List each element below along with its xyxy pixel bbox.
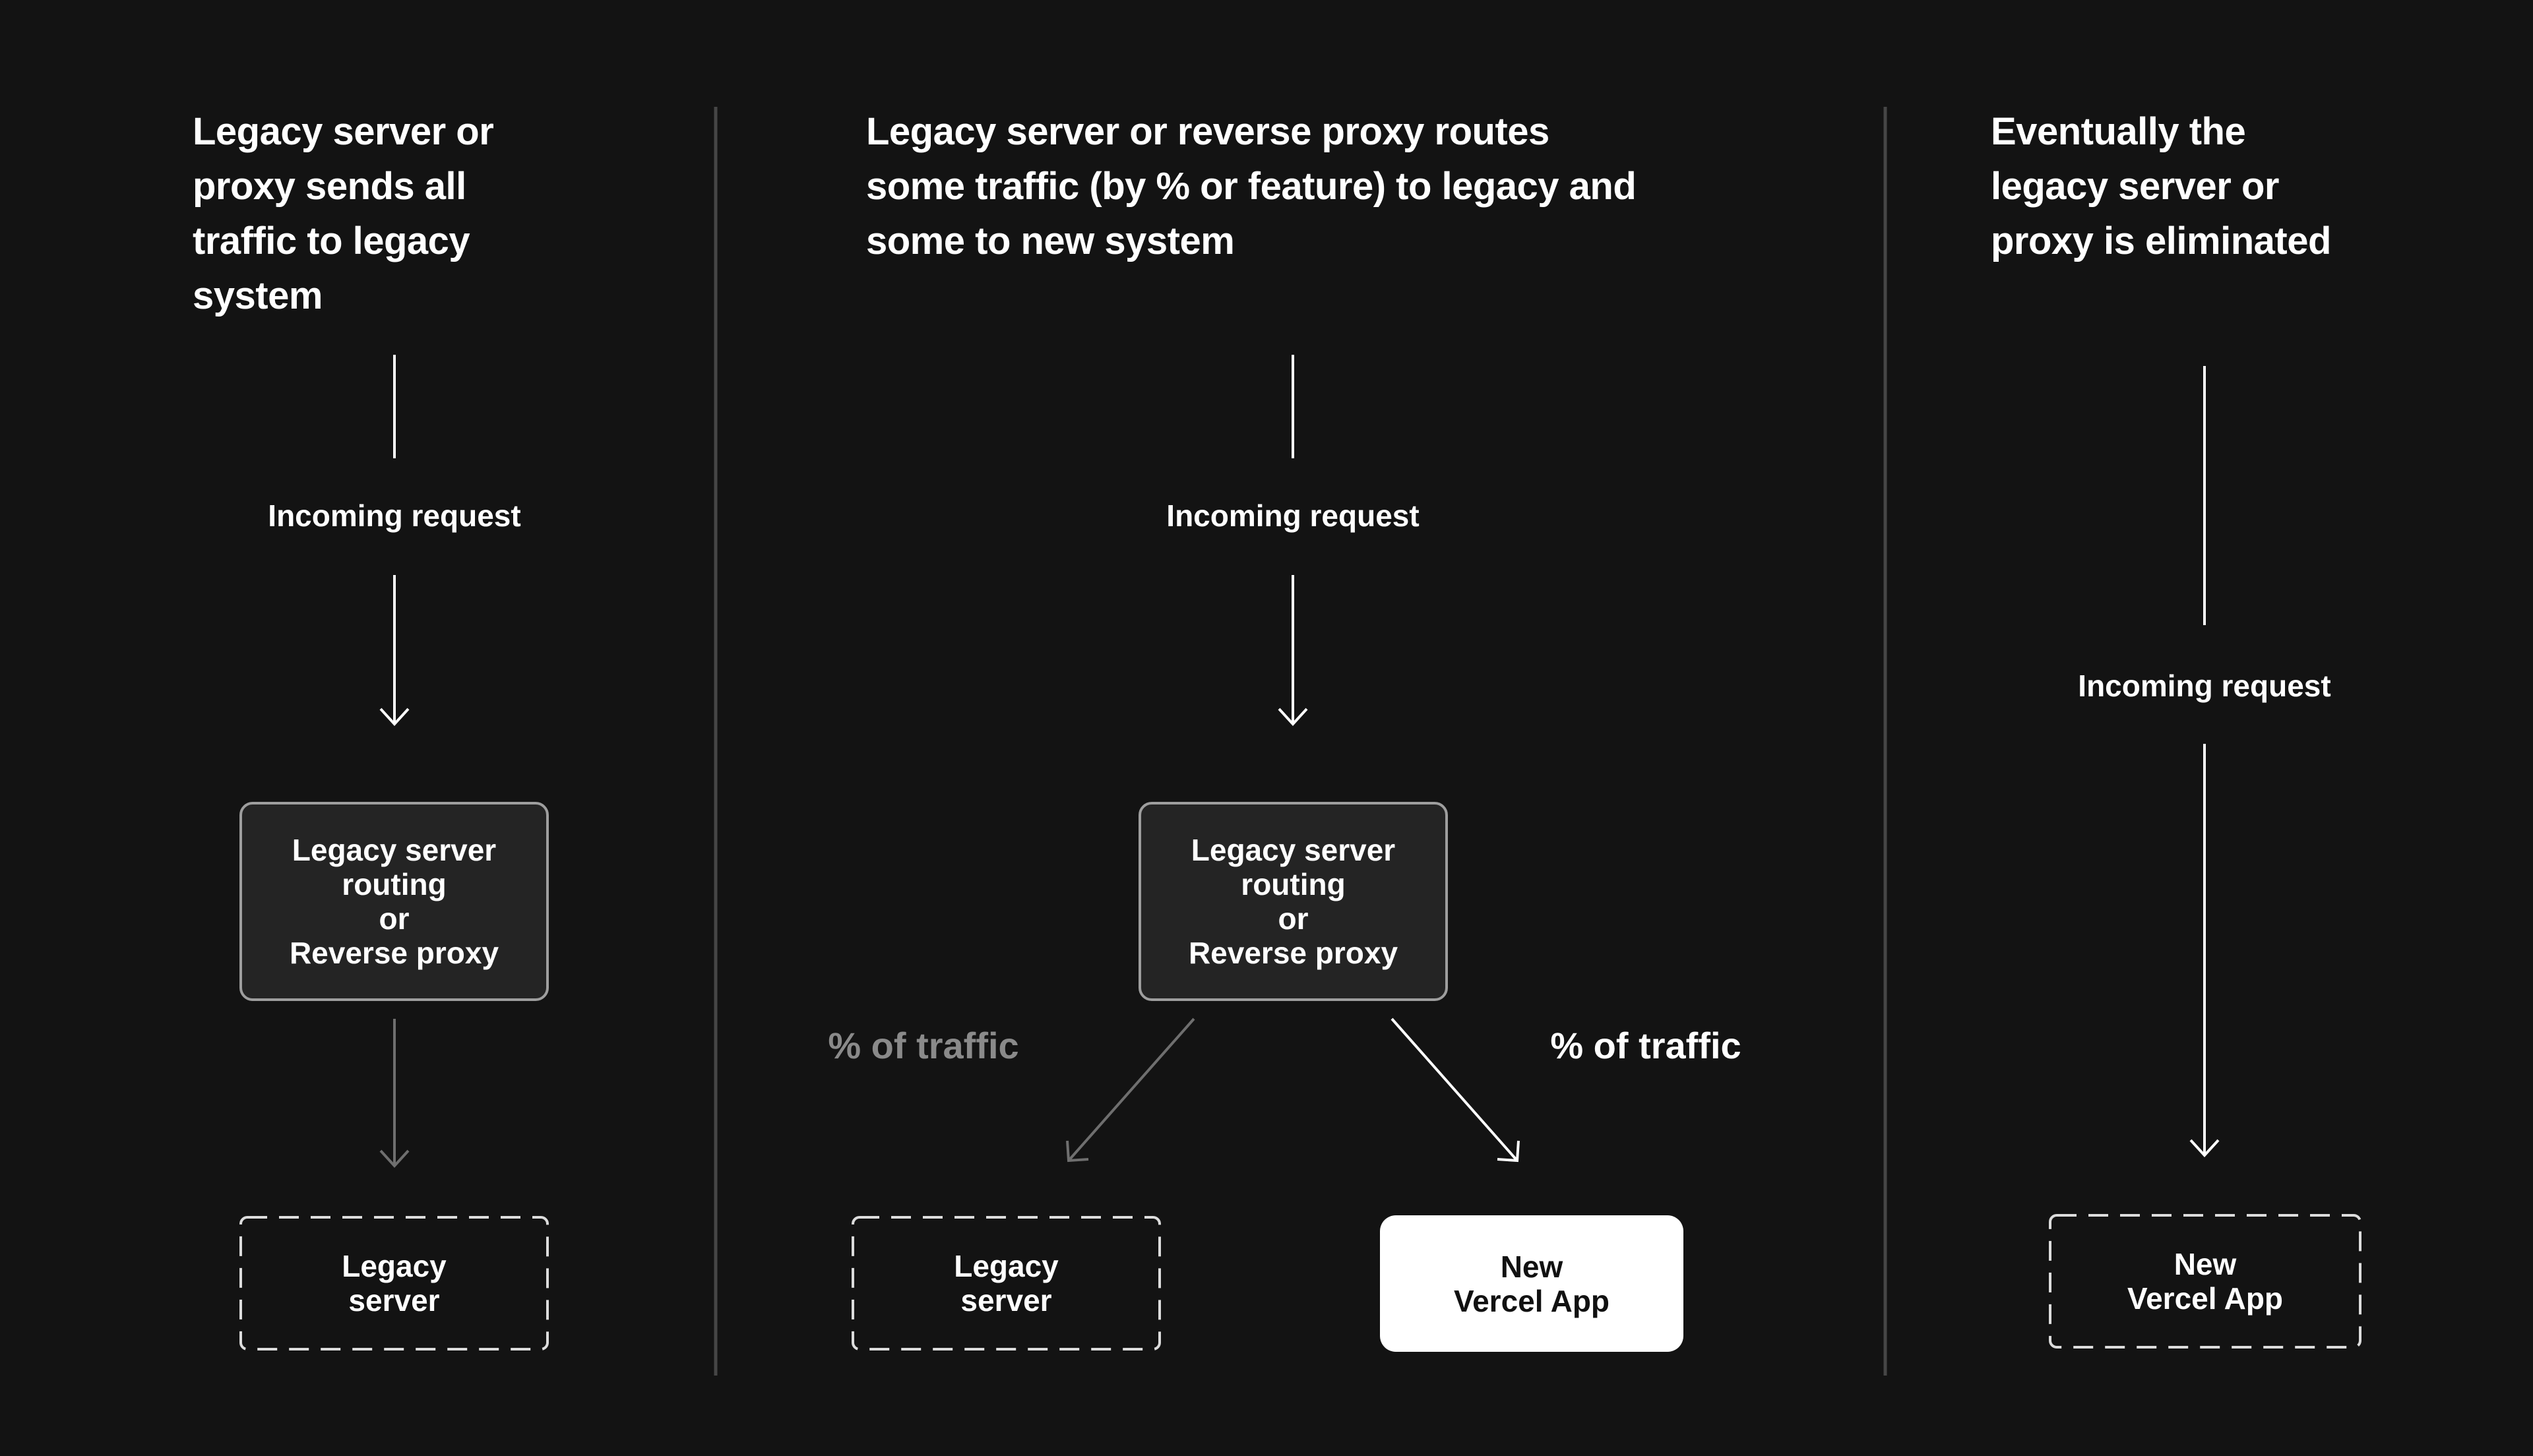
stage1-incoming-arrow [379, 575, 410, 726]
stage3-vercel-app-label: New Vercel App [2127, 1247, 2284, 1316]
stage2-incoming-label: Incoming request [1166, 499, 1420, 533]
stage2-traffic-right-arrow [1391, 1017, 1520, 1163]
stage3-incoming-label: Incoming request [2078, 669, 2331, 703]
stage2-title: Legacy server or reverse proxy routes so… [866, 110, 1637, 262]
stage2-vercel-app-box [1380, 1215, 1683, 1352]
stage2-percent-right-label: % of traffic [1550, 1024, 1741, 1066]
stage2-traffic-left-arrow [1066, 1017, 1195, 1163]
stage1-title: Legacy server or proxy sends all traffic… [193, 110, 494, 317]
stage2-router-box-label: Legacy server routing or Reverse proxy [1188, 833, 1398, 970]
stage3-title: Eventually the legacy server or proxy is… [1991, 110, 2331, 262]
stage2-router-box [1139, 802, 1448, 1001]
stage2-legacy-server-box [852, 1216, 1161, 1350]
stage1-legacy-server-box [239, 1216, 549, 1350]
stage2-legacy-server-label: Legacy server [954, 1249, 1059, 1318]
stage2-percent-left-label: % of traffic [828, 1024, 1019, 1066]
stage2-incoming-arrow [1278, 575, 1308, 726]
stage1-router-box-label: Legacy server routing or Reverse proxy [289, 833, 499, 970]
stage1-legacy-server-label: Legacy server [342, 1249, 447, 1318]
stage1-router-to-legacy-arrow [379, 1019, 410, 1168]
stage3-vercel-app-box [2049, 1214, 2361, 1349]
stage1-router-box [239, 802, 549, 1001]
stage3-incoming-arrow [2189, 744, 2220, 1157]
stage1-incoming-label: Incoming request [268, 499, 521, 533]
stage2-vercel-app-label: New Vercel App [1453, 1249, 1610, 1318]
